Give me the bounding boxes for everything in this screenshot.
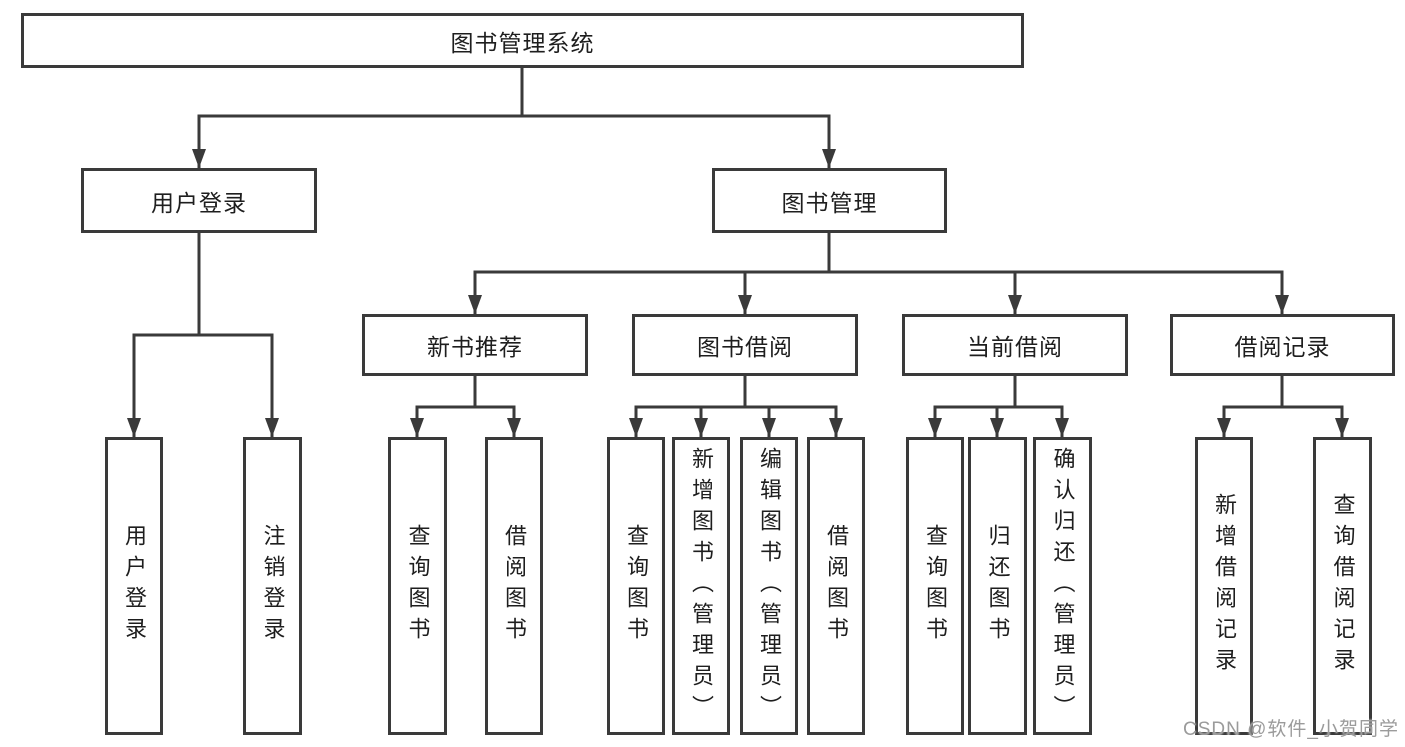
leaf-query-books-3: 查询图书 [906, 437, 964, 735]
node-root: 图书管理系统 [21, 13, 1024, 68]
leaf-logout: 注销登录 [243, 437, 302, 735]
leaf-add-books-admin: 新增图书（管理员） [672, 437, 730, 735]
node-label: 图书借阅 [697, 334, 793, 360]
leaf-query-books-2: 查询图书 [607, 437, 665, 735]
leaf-user-login: 用户登录 [105, 437, 163, 735]
node-label: 借阅图书 [824, 524, 849, 648]
node-current-borrow: 当前借阅 [902, 314, 1128, 376]
leaf-confirm-return-admin: 确认归还（管理员） [1033, 437, 1092, 735]
leaf-edit-books-admin: 编辑图书（管理员） [740, 437, 798, 735]
node-borrow-records: 借阅记录 [1170, 314, 1395, 376]
node-label: 新增图书（管理员） [689, 446, 714, 726]
node-book-management: 图书管理 [712, 168, 947, 233]
node-user-login: 用户登录 [81, 168, 317, 233]
watermark: CSDN @软件_小贺同学 [1183, 719, 1399, 740]
leaf-borrow-books-2: 借阅图书 [807, 437, 865, 735]
node-label: 图书管理 [781, 189, 878, 216]
leaf-borrow-books-1: 借阅图书 [485, 437, 543, 735]
leaf-query-borrow-record: 查询借阅记录 [1313, 437, 1372, 735]
node-label: 查询借阅记录 [1330, 493, 1356, 679]
node-label: 确认归还（管理员） [1050, 446, 1076, 726]
node-label: 查询图书 [405, 524, 431, 648]
node-label: 新增借阅记录 [1212, 493, 1237, 679]
node-label: 查询图书 [923, 524, 948, 648]
arrowhead-icons [127, 149, 1349, 437]
node-label: 归还图书 [985, 524, 1011, 648]
node-book-borrow: 图书借阅 [632, 314, 858, 376]
node-label: 新书推荐 [427, 334, 523, 360]
node-label: 当前借阅 [967, 334, 1063, 360]
leaf-add-borrow-record: 新增借阅记录 [1195, 437, 1253, 735]
node-new-book-recommend: 新书推荐 [362, 314, 588, 376]
node-label: 图书管理系统 [450, 29, 595, 56]
node-label: 编辑图书（管理员） [757, 446, 782, 726]
node-label: 注销登录 [260, 524, 286, 648]
node-label: 借阅图书 [502, 524, 527, 648]
node-label: 借阅记录 [1234, 334, 1331, 360]
node-label: 用户登录 [122, 524, 147, 648]
node-label: 用户登录 [151, 189, 247, 216]
leaf-query-books-1: 查询图书 [388, 437, 447, 735]
leaf-return-books: 归还图书 [968, 437, 1027, 735]
node-label: 查询图书 [624, 524, 649, 648]
